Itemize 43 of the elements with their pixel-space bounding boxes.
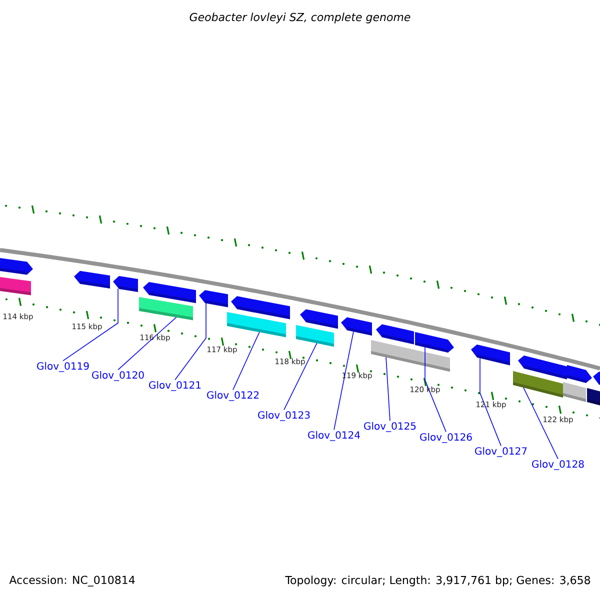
leader-line <box>118 316 177 370</box>
leader-line <box>284 342 318 410</box>
gene-block <box>113 276 138 292</box>
summary-text: Topology: circular; Length: 3,917,761 bp; Genes: 3,658 <box>285 576 590 586</box>
accession-text: Accession: NC_010814 <box>9 576 135 586</box>
gene-label: Glov_0122 <box>207 391 258 401</box>
gene-block <box>513 371 563 398</box>
leader-line <box>232 332 260 390</box>
gene-block <box>227 312 286 338</box>
gene-block <box>296 325 334 347</box>
gene-block <box>143 282 196 304</box>
title: Geobacter lovleyi SZ, complete genome <box>190 12 410 24</box>
gene-label: Glov_0119 <box>37 362 89 372</box>
gene-label: Glov_0120 <box>92 371 144 381</box>
gene-block <box>376 324 414 344</box>
leader-line <box>62 288 118 362</box>
gene-label: Glov_0124 <box>308 431 360 441</box>
leader-line <box>334 331 354 430</box>
gene-label: Glov_0126 <box>420 433 472 443</box>
leader-line <box>523 387 558 460</box>
gene-block <box>231 296 290 320</box>
gene-label: Glov_0121 <box>149 381 201 391</box>
gene-block <box>341 317 372 336</box>
gene-block <box>0 277 31 296</box>
gene-block <box>0 258 33 275</box>
gene-block <box>199 290 228 308</box>
gene-block <box>74 270 110 288</box>
leader-line <box>174 302 206 380</box>
gene-block <box>593 372 600 385</box>
gene-block <box>563 382 586 402</box>
gene-block <box>415 332 454 353</box>
gene-label: Glov_0123 <box>258 411 310 421</box>
gene-label: Glov_0127 <box>475 447 527 457</box>
gene-label: Glov_0128 <box>532 460 584 470</box>
leader-line <box>480 358 502 446</box>
leader-line <box>424 346 446 432</box>
gene-block <box>371 340 450 372</box>
gene-block <box>471 344 510 366</box>
gene-block <box>300 309 338 329</box>
leader-line <box>386 357 390 422</box>
gene-block <box>139 297 193 320</box>
gene-label: Glov_0125 <box>364 422 416 432</box>
gene-block <box>587 388 600 406</box>
